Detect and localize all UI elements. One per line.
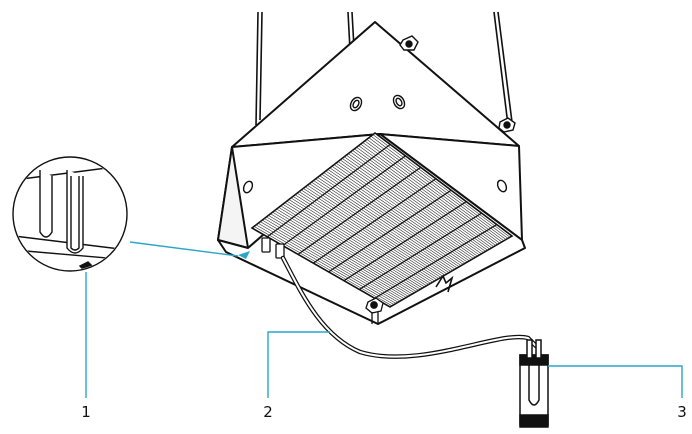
callout-3-label: 3 [677,403,687,421]
knockout-holes [242,94,508,194]
housing-top-face [231,21,520,148]
magnifier-circle-icon [12,156,128,272]
filter-grid [250,131,514,308]
direction-marker [435,274,454,293]
mounting-nuts [399,35,516,133]
callout-2-label: 2 [263,403,273,421]
bottom-bolt [365,297,384,324]
sampling-tube-icon [519,339,549,428]
detail-pointer-arrow [238,251,250,259]
mounting-nut-right [498,117,516,133]
hanging-rods [255,11,513,126]
leader-lines [85,241,683,398]
callout-1-label: 1 [81,403,91,421]
drain-fittings [261,237,285,259]
mounting-nut-top [399,35,419,51]
